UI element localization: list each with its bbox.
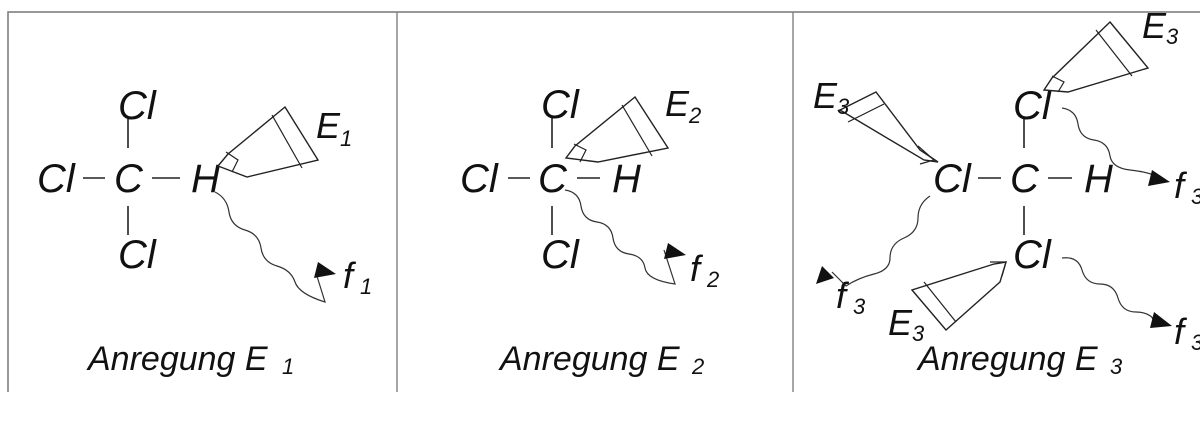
energy-index-e2: 2 [688,103,701,128]
photon-arrowhead-f3-top [1148,170,1170,186]
atom-cl-bottom: Cl [118,233,157,277]
beam-ring [847,103,885,123]
photon-wave-f3-left [831,195,931,287]
beam-cone [1042,20,1150,93]
energy-index-e3-top: 3 [1166,24,1179,49]
beam-ring [271,114,303,169]
energy-label-e2: E [665,83,690,124]
excitation-beam-e2 [564,95,670,163]
beam-cone [216,105,320,178]
caption-panel-1: Anregung E [86,340,268,378]
photon-arrowhead-f1 [314,262,336,278]
beam-cone [910,261,1007,331]
beam-tip [225,151,239,173]
excitation-beam-e3-top [1042,20,1150,93]
atom-hydrogen: H [1084,157,1113,201]
photon-label-f1: f [343,255,357,296]
energy-label-e3-left: E [813,75,838,116]
energy-label-e3-bottom: E [888,302,913,343]
photon-index-f3-top: 3 [1191,184,1200,209]
energy-label-e3-top: E [1142,5,1167,46]
caption-panel-3: Anregung E [916,340,1098,378]
photon-index-f3-left: 3 [853,294,866,319]
photon-arrowhead-f2 [664,243,686,259]
photon-label-f3-bottom: f [1174,311,1188,352]
atom-cl-bottom: Cl [1013,233,1052,277]
beam-ring [923,281,957,323]
beam-tip [917,145,936,165]
atom-cl-left: Cl [460,157,499,201]
beam-cone [564,95,670,163]
photon-index-f3-bottom: 3 [1191,330,1200,355]
panel-3: Cl Cl C H Cl E 3 E 3 E 3 f [813,5,1200,379]
photon-index-f2: 2 [706,267,719,292]
panel-1: Cl Cl C H Cl E 1 f 1 Anregung E 1 [37,84,372,379]
atom-hydrogen: H [612,157,641,201]
diagram-frame [7,11,1200,392]
photon-label-f2: f [690,248,704,289]
excitation-beam-e1 [216,105,320,178]
atom-carbon: C [114,157,144,201]
atom-cl-left: Cl [933,157,972,201]
caption-index-panel-1: 1 [282,354,294,379]
beam-tip [573,143,587,163]
beam-ring [621,104,653,157]
photon-label-f3-left: f [836,275,850,316]
atom-carbon: C [1010,157,1040,201]
atom-cl-top: Cl [1013,84,1052,128]
energy-index-e1: 1 [340,126,352,151]
photon-wave-f1 [214,191,326,303]
atom-hydrogen: H [191,157,220,201]
beam-cone [838,91,939,163]
photon-arrowhead-f3-left [816,266,834,284]
photon-label-f3-top: f [1174,165,1188,206]
caption-index-panel-3: 3 [1110,354,1123,379]
excitation-beam-e3-bottom [910,261,1007,331]
photon-index-f1: 1 [360,274,372,299]
panel-2: Cl Cl C H Cl E 2 f 2 Anregung E 2 [460,83,719,379]
atom-cl-top: Cl [541,83,580,127]
energy-label-e1: E [316,105,341,146]
beam-ring [1095,29,1133,77]
atom-cl-top: Cl [118,84,157,128]
atom-cl-bottom: Cl [541,233,580,277]
energy-index-e3-left: 3 [837,94,850,119]
beam-tip [1051,75,1065,93]
beam-tip [990,261,1007,277]
photon-wave-f3-bottom [1061,257,1157,323]
photon-arrowhead-f3-bottom [1150,312,1172,328]
atom-carbon: C [538,157,568,201]
caption-panel-2: Anregung E [498,340,680,378]
energy-index-e3-bottom: 3 [912,321,925,346]
excitation-beam-e3-left [838,91,939,165]
caption-index-panel-2: 2 [691,354,704,379]
photon-wave-f3-top [1061,107,1157,177]
atom-cl-left: Cl [37,157,76,201]
photon-wave-f2 [564,189,676,285]
